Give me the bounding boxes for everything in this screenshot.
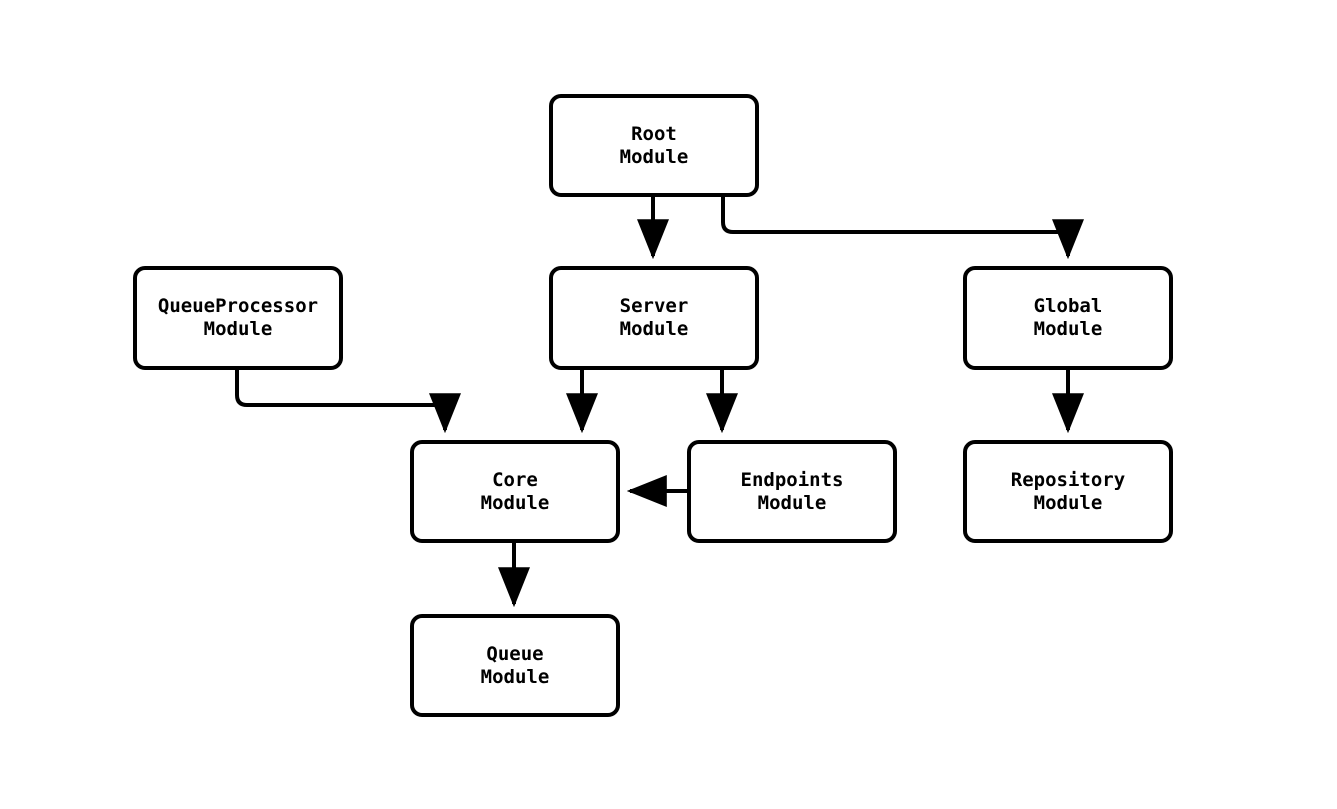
edge-queueprocessor-to-core [235,370,461,434]
node-server-title: Server [619,295,689,317]
node-repository-title: Repository [1010,468,1126,491]
node-core-title: Core [492,468,538,491]
node-endpoints-subtitle: Module [757,491,827,514]
node-root-subtitle: Module [619,145,689,168]
node-queueprocessor-title: QueueProcessor [157,295,319,317]
node-global-title: Global [1033,295,1103,317]
node-root-title: Root [631,122,677,145]
node-global-subtitle: Module [1033,318,1103,340]
node-server-subtitle: Module [619,318,689,340]
node-core-subtitle: Module [480,491,550,514]
node-queue-subtitle: Module [480,665,550,688]
node-queue-title: Queue [486,642,544,665]
node-repository-subtitle: Module [1033,491,1103,514]
edge-root-to-global [721,197,1084,260]
node-endpoints-title: Endpoints [740,468,844,491]
node-queueprocessor-subtitle: Module [203,318,273,340]
edges-group [235,197,1084,608]
